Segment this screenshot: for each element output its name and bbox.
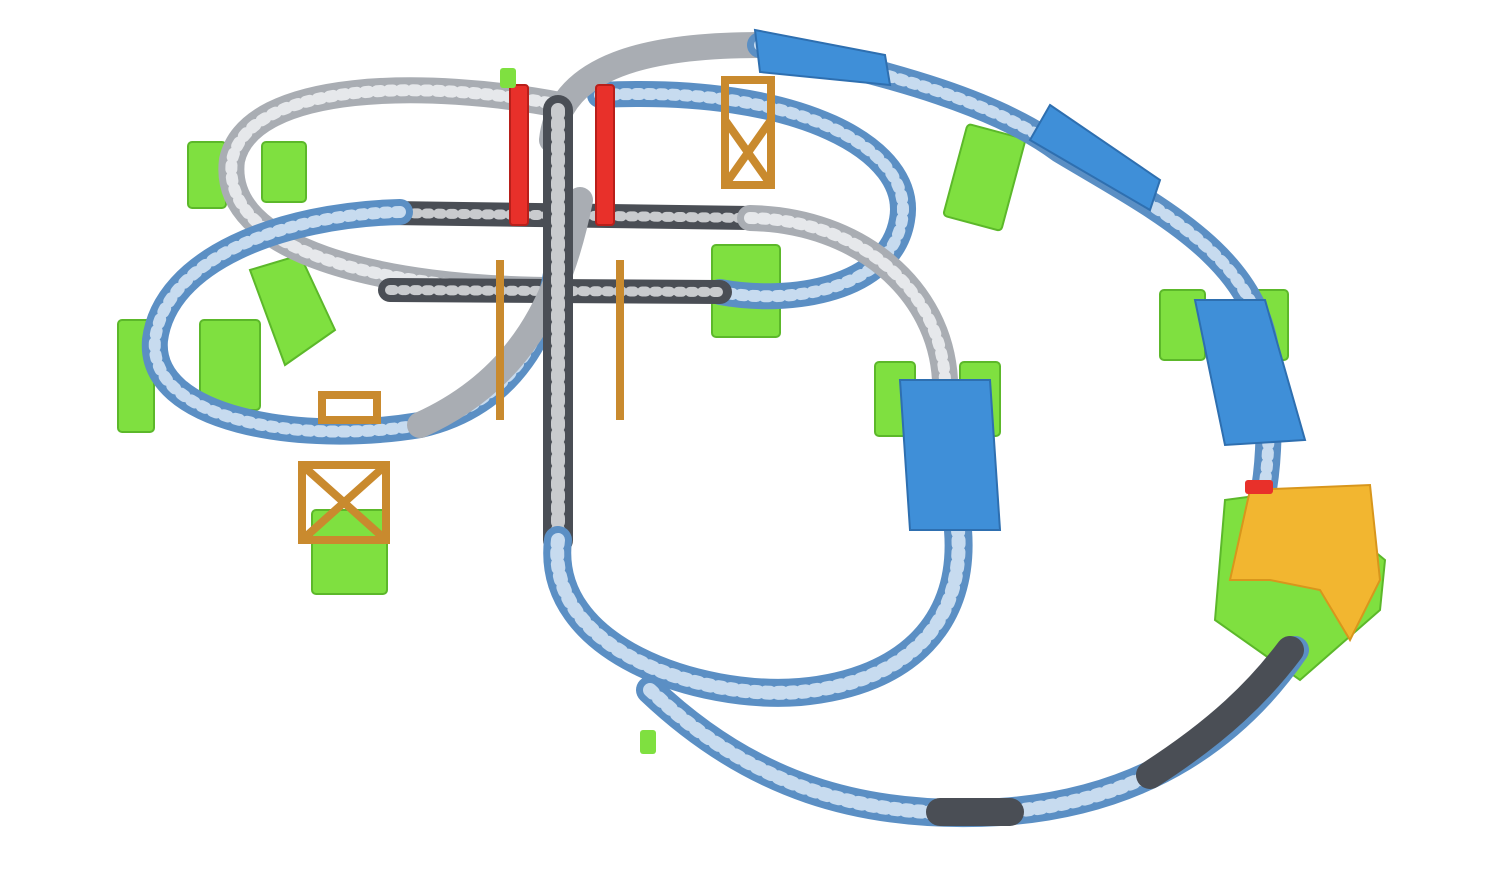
blue-ramps <box>753 28 1307 531</box>
orange-towers <box>298 76 775 544</box>
red-bridge <box>509 84 615 226</box>
switch-levers <box>500 68 1273 754</box>
yellow-tower <box>1228 483 1382 643</box>
dark-track-bottom-right <box>1136 636 1304 789</box>
